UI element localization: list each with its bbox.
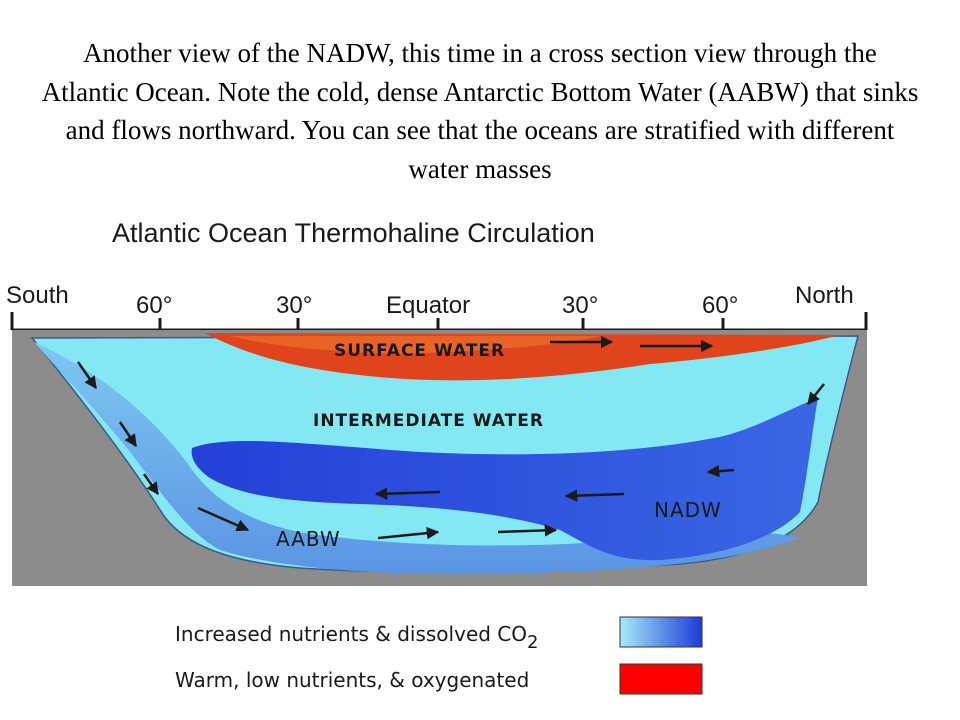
latitude-north: North [795, 282, 854, 309]
aabw-sink-arrow-3 [142, 473, 160, 496]
latitude-30-south: 30° [276, 292, 312, 319]
aabw-region [34, 342, 800, 575]
intermediate-water-label: INTERMEDIATE WATER [313, 411, 544, 431]
legend-nutrients-swatch [619, 616, 703, 648]
surface-water-label: SURFACE WATER [334, 341, 505, 361]
nadw-arrow-1 [374, 487, 441, 500]
legend-warm-label: Warm, low nutrients, & oxygenated [175, 668, 529, 692]
flow-arrows [76, 335, 825, 540]
latitude-south: South [6, 282, 69, 309]
nadw-region [191, 398, 818, 561]
legend-nutrients-label: Increased nutrients & dissolved CO2 [175, 622, 538, 653]
legend-warm-swatch [619, 663, 703, 695]
aabw-label: AABW [276, 527, 341, 551]
aabw-sink-arrow-2 [118, 421, 138, 448]
thermohaline-diagram: Atlantic Ocean Thermohaline Circulation … [0, 212, 890, 720]
surface-water-highlight [230, 336, 600, 354]
latitude-60-north: 60° [702, 292, 738, 319]
diagram-title: Atlantic Ocean Thermohaline Circulation [112, 218, 595, 248]
latitude-equator: Equator [386, 292, 470, 319]
caption-text: Another view of the NADW, this time in a… [41, 38, 919, 184]
aabw-arrow-3 [497, 524, 558, 537]
latitude-30-north: 30° [562, 292, 598, 319]
aabw-sink-arrow-1 [76, 361, 98, 390]
nadw-arrow-2 [564, 489, 625, 502]
aabw-arrow-1 [197, 506, 250, 532]
nadw-label: NADW [654, 498, 722, 522]
aabw-arrow-2 [377, 526, 440, 540]
latitude-60-south: 60° [136, 292, 172, 319]
nadw-arrow-3 [706, 464, 735, 478]
nadw-sink-arrow [807, 383, 825, 405]
